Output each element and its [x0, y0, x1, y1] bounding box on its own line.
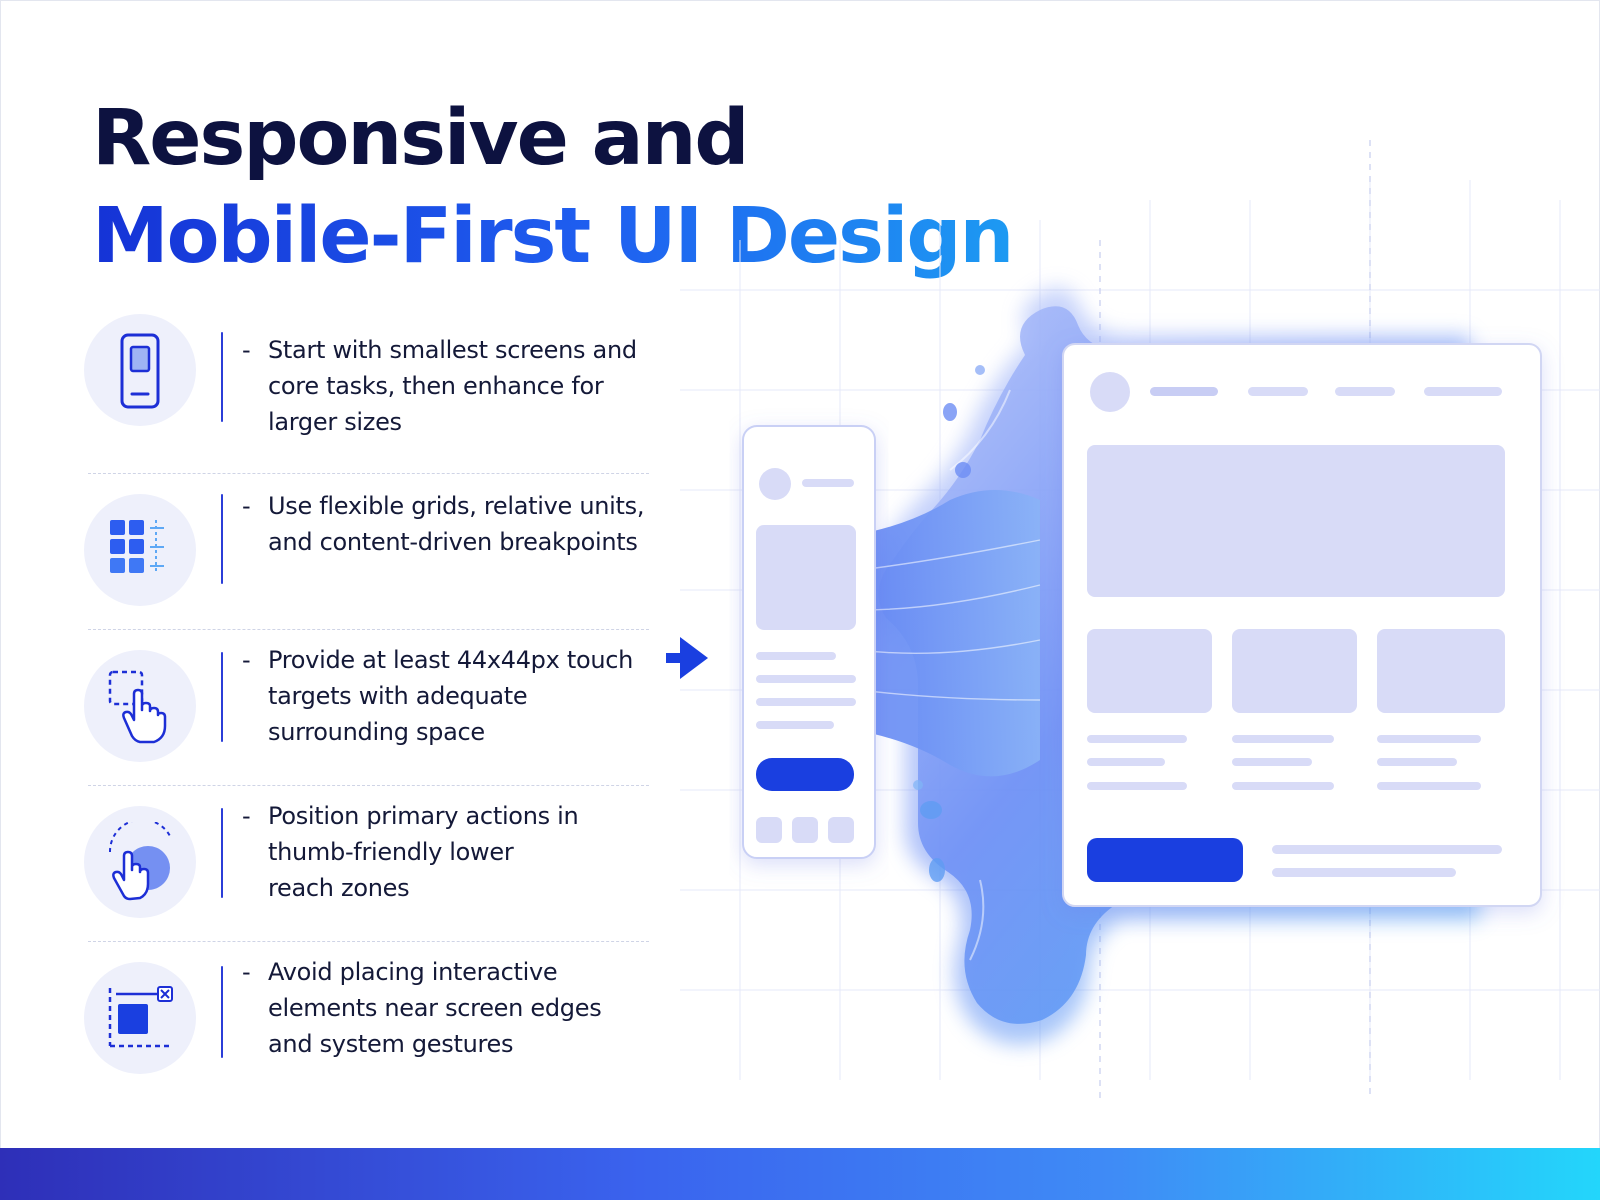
item-accent-bar: [221, 966, 223, 1058]
guideline-line: Avoid placing interactive: [268, 958, 558, 986]
item-accent-bar: [221, 494, 223, 584]
mobile-primary-button: [756, 758, 854, 791]
item-divider: [88, 629, 649, 630]
touch-target-icon: [84, 650, 196, 762]
guideline-line: elements near screen edges: [268, 994, 602, 1022]
guideline-item-touch-targets: - Provide at least 44x44px touch targets…: [84, 630, 649, 786]
guideline-text: - Position primary actions in thumb-frie…: [242, 798, 652, 906]
guideline-line: Use flexible grids, relative units,: [268, 492, 645, 520]
guideline-line: targets with adequate: [268, 682, 528, 710]
guideline-text: - Start with smallest screens and core t…: [242, 332, 652, 440]
mobile-phone-icon: [84, 314, 196, 426]
guideline-line: and content-driven breakpoints: [268, 528, 638, 556]
guideline-item-screen-edges: - Avoid placing interactive elements nea…: [84, 942, 649, 1098]
page-title: Responsive and Mobile-First UI Design: [92, 90, 1014, 286]
item-divider: [88, 785, 649, 786]
guideline-line: core tasks, then enhance for: [268, 372, 604, 400]
responsive-illustration: [666, 140, 1600, 1100]
guideline-line: Start with smallest screens and: [268, 336, 637, 364]
guideline-text: - Provide at least 44x44px touch targets…: [242, 642, 652, 750]
arrow-right-icon: [666, 637, 708, 679]
title-line-2: Mobile-First UI Design: [92, 188, 1014, 286]
title-line-1: Responsive and: [92, 94, 750, 183]
bullet-dash: -: [242, 958, 251, 986]
mobile-wireframe-content: [756, 468, 856, 843]
guideline-item-mobile-first: - Start with smallest screens and core t…: [84, 314, 652, 474]
guideline-line: thumb-friendly lower: [268, 838, 514, 866]
bullet-dash: -: [242, 646, 251, 674]
bottom-gradient-bar: [0, 1148, 1600, 1200]
guideline-item-flexible-grids: - Use flexible grids, relative units, an…: [84, 474, 649, 630]
bullet-dash: -: [242, 802, 251, 830]
guideline-line: and system gestures: [268, 1030, 514, 1058]
guideline-line: surrounding space: [268, 718, 485, 746]
guideline-item-thumb-zones: - Position primary actions in thumb-frie…: [84, 786, 649, 942]
guideline-line: Position primary actions in: [268, 802, 579, 830]
guideline-text: - Avoid placing interactive elements nea…: [242, 954, 652, 1062]
desktop-primary-button: [1087, 838, 1243, 882]
guideline-line: larger sizes: [268, 408, 402, 436]
item-accent-bar: [221, 332, 223, 422]
desktop-wireframe: [1062, 343, 1542, 907]
item-divider: [88, 941, 649, 942]
bullet-dash: -: [242, 336, 251, 364]
guideline-line: reach zones: [268, 874, 410, 902]
flexible-grid-icon: [84, 494, 196, 606]
bullet-dash: -: [242, 492, 251, 520]
item-accent-bar: [221, 808, 223, 898]
item-accent-bar: [221, 652, 223, 742]
item-divider: [88, 473, 649, 474]
thumb-reach-icon: [84, 806, 196, 918]
desktop-wireframe-content: [1087, 372, 1505, 882]
screen-edge-icon: [84, 962, 196, 1074]
guideline-text: - Use flexible grids, relative units, an…: [242, 488, 652, 560]
guideline-line: Provide at least 44x44px touch: [268, 646, 634, 674]
guideline-list: - Start with smallest screens and core t…: [84, 314, 652, 1098]
